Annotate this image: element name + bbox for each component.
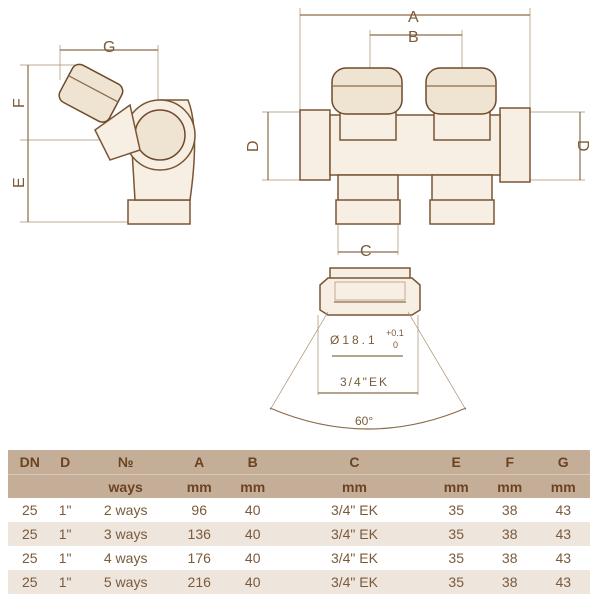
header-b: B	[225, 450, 280, 475]
cell-ways: 5 ways	[78, 570, 173, 594]
cell-a: 216	[172, 570, 226, 594]
unit-cell	[8, 474, 52, 498]
unit-cell: mm	[279, 474, 430, 498]
cell-e: 35	[448, 502, 464, 518]
unit-cell: mm	[225, 474, 280, 498]
header-dn: DN	[8, 450, 52, 475]
cell-e: 35	[429, 522, 483, 546]
unit-cell: mm	[482, 474, 537, 498]
dim-label-d-right: D	[574, 140, 591, 152]
dim-label-g: G	[103, 39, 115, 56]
technical-drawing: F E G A B D D C	[11, 8, 591, 430]
header-f: F	[482, 450, 537, 475]
cell-c: 3/4" EK	[330, 550, 378, 566]
unit-cell: mm	[172, 474, 226, 498]
cell-dn: 25	[8, 570, 52, 594]
cell-d: 1"	[51, 522, 79, 546]
cell-g: 43	[536, 570, 590, 594]
header-c: C	[279, 450, 430, 475]
cell-b: 40	[225, 570, 280, 594]
cell-dn: 25	[21, 502, 38, 518]
cell-f: 38	[482, 570, 537, 594]
header-e: E	[429, 450, 483, 475]
header-d: D	[51, 450, 79, 475]
unit-cell: ways	[78, 474, 173, 498]
units-row: ways mm mm mm mm mm mm	[8, 474, 590, 498]
header-a: A	[172, 450, 226, 475]
thread-label: 3/4"EK	[340, 375, 389, 389]
cell-d: 1"	[58, 550, 72, 566]
cell-f: 38	[501, 502, 518, 518]
cell-dn: 25	[8, 522, 52, 546]
table-row: 25 1" 2 ways 96 40 3/4" EK 35 38 43	[8, 498, 590, 522]
cell-c: 3/4" EK	[330, 502, 378, 518]
cell-a: 96	[191, 502, 207, 518]
dim-label-f: F	[11, 98, 28, 108]
dim-label-a: A	[408, 9, 419, 26]
tolerance-lower: 0	[393, 340, 398, 350]
cell-b: 40	[225, 522, 280, 546]
cell-g: 43	[555, 550, 572, 566]
unit-cell	[51, 474, 79, 498]
cell-g: 43	[536, 522, 590, 546]
cell-dn: 25	[21, 550, 38, 566]
cell-c: 3/4" EK	[279, 522, 430, 546]
tolerance-upper: +0.1	[386, 328, 404, 338]
cell-f: 38	[501, 550, 518, 566]
dim-label-d-left: D	[245, 140, 262, 152]
cell-b: 40	[244, 550, 261, 566]
header-row: DN D № A B C E F G	[8, 450, 590, 475]
cell-ways: 4 ways	[103, 550, 148, 566]
cell-ways: 2 ways	[103, 502, 148, 518]
dimensions-table: DN D № A B C E F G ways mm mm mm mm mm m…	[8, 450, 590, 594]
cell-f: 38	[482, 522, 537, 546]
cell-a: 176	[187, 550, 211, 566]
dim-label-b: B	[408, 29, 419, 46]
cell-ways: 3 ways	[78, 522, 173, 546]
unit-cell: mm	[536, 474, 590, 498]
unit-cell: mm	[429, 474, 483, 498]
side-view	[20, 45, 196, 225]
front-view	[262, 8, 585, 255]
cell-d: 1"	[51, 570, 79, 594]
cell-a: 136	[172, 522, 226, 546]
cell-e: 35	[429, 570, 483, 594]
angle-label: 60°	[355, 414, 373, 428]
cell-e: 35	[448, 550, 464, 566]
cell-b: 40	[244, 502, 261, 518]
cell-d: 1"	[58, 502, 72, 518]
header-ways: №	[78, 450, 173, 475]
table-row: 25 1" 4 ways 176 40 3/4" EK 35 38 43	[8, 546, 590, 570]
bore-diameter: Ø18.1	[330, 333, 378, 347]
header-g: G	[536, 450, 590, 475]
dim-label-e: E	[11, 177, 28, 188]
section-detail	[269, 267, 467, 430]
cell-g: 43	[555, 502, 572, 518]
cell-c: 3/4" EK	[279, 570, 430, 594]
dim-label-c: C	[360, 243, 372, 260]
